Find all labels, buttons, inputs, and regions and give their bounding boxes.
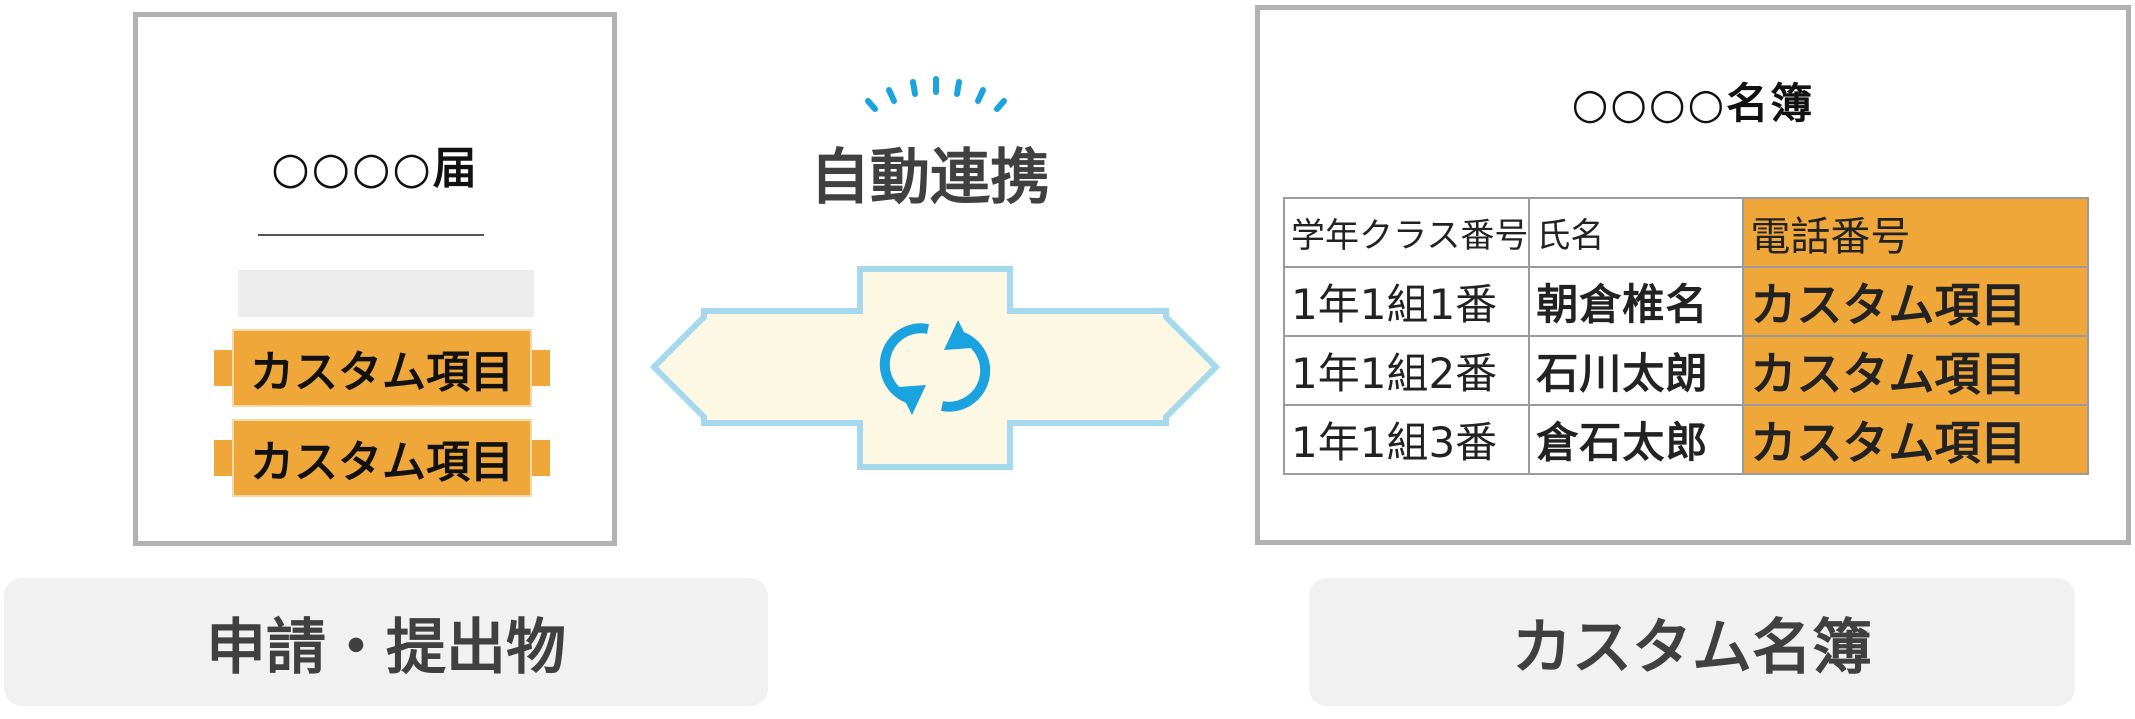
bidirectional-arrow (649, 266, 1221, 470)
custom-field-label: カスタム項目 (232, 419, 532, 497)
label-custom-roster: カスタム名簿 (1309, 578, 2075, 706)
table-header-row: 学年クラス番号 氏名 電話番号 (1282, 197, 2090, 268)
form-title-underline (258, 234, 484, 236)
cell-name: 石川太朗 (1528, 335, 1745, 406)
cell-custom: カスタム項目 (1742, 404, 2090, 475)
sync-icon (879, 320, 991, 415)
roster-title: ○○○○名簿 (1571, 79, 1815, 128)
cell-class-number: 1年1組3番 (1282, 404, 1531, 475)
custom-field-label: カスタム項目 (232, 329, 532, 407)
table-row: 1年1組2番 石川太朗 カスタム項目 (1282, 335, 2090, 406)
form-title: ○○○○届 (271, 143, 479, 194)
cell-name: 倉石太郎 (1528, 404, 1745, 475)
cell-class-number: 1年1組1番 (1282, 266, 1531, 337)
custom-field-2: カスタム項目 (214, 419, 550, 497)
header-class-number: 学年クラス番号 (1282, 197, 1531, 268)
custom-roster-card: ○○○○名簿 学年クラス番号 氏名 電話番号 1年1組1番 朝倉椎名 カスタム項… (1255, 5, 2131, 545)
table-row: 1年1組1番 朝倉椎名 カスタム項目 (1282, 266, 2090, 337)
cell-custom: カスタム項目 (1742, 335, 2090, 406)
auto-sync-label: 自動連携 (810, 143, 1050, 213)
application-form-card: ○○○○届 カスタム項目 カスタム項目 (133, 12, 617, 546)
custom-field-1: カスタム項目 (214, 329, 550, 407)
form-placeholder-field (238, 270, 534, 317)
cell-class-number: 1年1組2番 (1282, 335, 1531, 406)
roster-table: 学年クラス番号 氏名 電話番号 1年1組1番 朝倉椎名 カスタム項目 1年1組2… (1282, 197, 2090, 475)
header-name: 氏名 (1528, 197, 1745, 268)
header-phone: 電話番号 (1742, 197, 2090, 268)
signal-ticks-icon (865, 76, 1007, 112)
cell-name: 朝倉椎名 (1528, 266, 1745, 337)
table-row: 1年1組3番 倉石太郎 カスタム項目 (1282, 404, 2090, 475)
cell-custom: カスタム項目 (1742, 266, 2090, 337)
label-applications: 申請・提出物 (4, 578, 768, 706)
